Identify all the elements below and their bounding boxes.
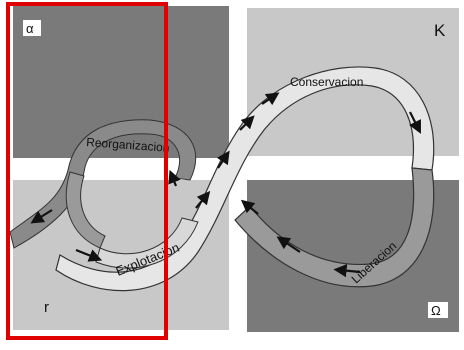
quadrant-k-symbol: K [434,21,446,40]
arrow-reorg-left [30,209,53,224]
arrow-release-1 [333,264,361,278]
alpha-symbol-box [23,20,41,36]
arrow-back-1 [168,169,181,187]
arrow-conserve-2 [409,111,421,134]
loop-back-ring [65,171,106,249]
label-reorganization: Reorganizacion [86,135,170,155]
arrow-conserve-1 [261,92,280,106]
reorganization-band [9,119,197,249]
flow-arrows [30,92,421,278]
quadrant-omega-symbol: Ω [431,303,441,318]
arrow-exploit-2 [195,190,211,209]
label-conservation: Conservacion [290,75,363,89]
arrow-back-2 [240,199,259,215]
omega-symbol-box [428,302,448,318]
quadrant-alpha-symbol: α [26,21,34,36]
release-band [234,167,435,288]
arrow-exploit-1 [75,248,103,262]
arrow-exploit-3 [216,150,230,169]
arrow-exploit-4 [239,115,255,131]
loop-front-ring [95,217,199,269]
highlight-frame [6,2,168,340]
arrow-release-2 [276,236,301,253]
quadrant-r-symbol: r [44,299,49,316]
